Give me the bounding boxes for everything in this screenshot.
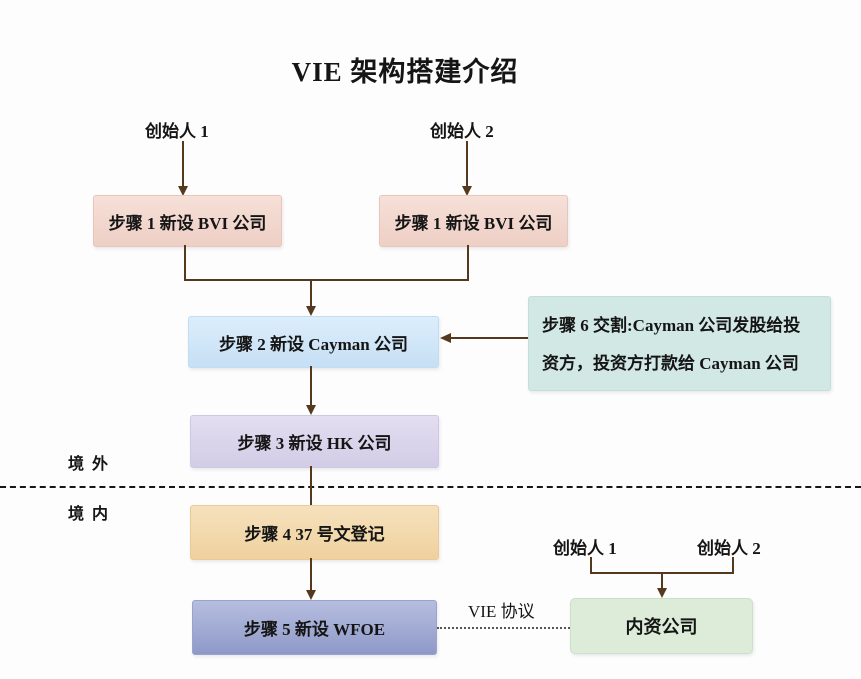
node-step3-hk: 步骤 3 新设 HK 公司 [190, 415, 439, 468]
connector-merge-step2 [310, 279, 312, 307]
connector-step3-step4 [310, 466, 312, 505]
connector-step1R-merge [467, 245, 469, 281]
node-step2-cayman-label: 步骤 2 新设 Cayman 公司 [219, 334, 408, 354]
founder2-top-label: 创始人 2 [430, 122, 494, 141]
node-step4-circular37: 步骤 4 37 号文登记 [190, 505, 439, 560]
arrowhead-down [178, 186, 188, 196]
connector-vie-agreement [437, 627, 570, 629]
founder2-bottom-label: 创始人 2 [697, 539, 761, 558]
node-domestic-company-label: 内资公司 [625, 617, 698, 637]
arrowhead-left [440, 333, 451, 343]
node-step1-bvi-right-label: 步骤 1 新设 BVI 公司 [394, 213, 553, 233]
border-divider-line [0, 486, 861, 488]
arrowhead-down [306, 405, 316, 415]
node-step4-circular37-label: 步骤 4 37 号文登记 [244, 525, 385, 544]
founder1-top-label: 创始人 1 [145, 122, 209, 141]
node-step5-wfoe: 步骤 5 新设 WFOE [192, 600, 437, 655]
arrowhead-down [306, 590, 316, 600]
connector-merge-horizontal [184, 279, 469, 281]
node-step1-bvi-right: 步骤 1 新设 BVI 公司 [379, 195, 568, 247]
arrowhead-down [306, 306, 316, 316]
vie-agreement-label: VIE 协议 [468, 602, 535, 621]
onshore-label: 境 内 [68, 506, 111, 523]
node-domestic-company: 内资公司 [570, 598, 753, 654]
node-step1-bvi-left-label: 步骤 1 新设 BVI 公司 [108, 213, 267, 233]
arrowhead-down [657, 588, 667, 598]
node-step3-hk-label: 步骤 3 新设 HK 公司 [237, 434, 392, 453]
connector-founder1-step1 [182, 141, 184, 187]
node-step1-bvi-left: 步骤 1 新设 BVI 公司 [93, 195, 282, 247]
founder1-bottom-label: 创始人 1 [553, 539, 617, 558]
node-step2-cayman: 步骤 2 新设 Cayman 公司 [188, 316, 439, 368]
offshore-label: 境 外 [68, 456, 111, 473]
node-step6-closing: 步骤 6 交割:Cayman 公司发股给投 资方，投资方打款给 Cayman 公… [528, 296, 831, 391]
connector-merge-domestic [661, 572, 663, 589]
connector-step2-step3 [310, 366, 312, 406]
connector-step4-step5 [310, 558, 312, 591]
connector-step6-step2 [450, 337, 528, 339]
arrowhead-down [462, 186, 472, 196]
connector-founder2-merge-bottom [732, 557, 734, 574]
diagram-title: VIE 架构搭建介绍 [291, 57, 519, 87]
connector-step1L-merge [184, 245, 186, 281]
node-step6-line2: 资方，投资方打款给 Cayman 公司 [542, 354, 799, 373]
connector-founder2-step1 [466, 141, 468, 187]
node-step6-line1: 步骤 6 交割:Cayman 公司发股给投 [542, 316, 801, 335]
node-step5-wfoe-label: 步骤 5 新设 WFOE [243, 620, 386, 639]
connector-founder1-merge-bottom [590, 557, 592, 574]
